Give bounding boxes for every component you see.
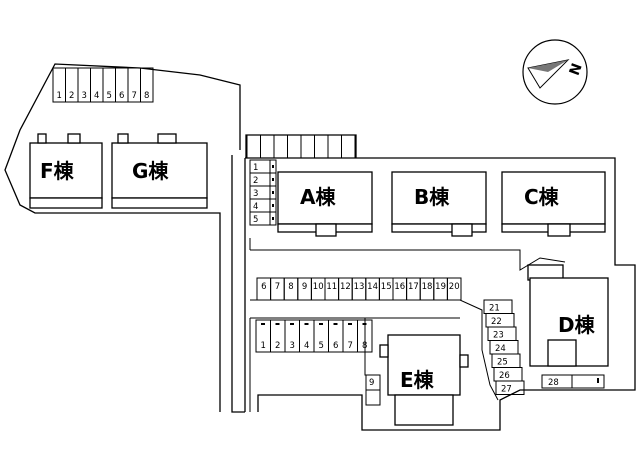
site-boundary xyxy=(4,63,636,431)
parking-lower-slot xyxy=(357,319,373,353)
building-a-label: A棟 xyxy=(300,185,336,209)
parking-top-strip-slot xyxy=(314,134,329,159)
building-a: A棟 xyxy=(277,171,373,237)
parking-middle-slot-label: 9 xyxy=(302,282,307,292)
parking-right-slot-label: 21 xyxy=(489,304,500,314)
parking-lower-slot-label: 8 xyxy=(362,341,367,351)
parking-a-column-slot-label: 2 xyxy=(253,176,258,186)
parking-top-left-slot-label: 7 xyxy=(132,91,137,101)
parking-slot-28: 28 xyxy=(541,374,605,389)
building-d-label: D棟 xyxy=(558,313,596,337)
parking-slot-9: 9 xyxy=(365,374,381,406)
parking-middle-slot-label: 18 xyxy=(422,282,433,292)
building-e: E棟 xyxy=(379,334,469,426)
parking-top-strip-slot xyxy=(260,134,275,159)
parking-middle-slot-label: 20 xyxy=(449,282,460,292)
parking-right-slot-label: 24 xyxy=(495,344,506,354)
building-g: G棟 xyxy=(111,133,208,209)
building-c: C棟 xyxy=(501,171,606,237)
parking-middle-slot-label: 14 xyxy=(367,282,378,292)
parking-right-slot-label: 27 xyxy=(501,385,512,395)
parking-middle-slot-label: 13 xyxy=(354,282,365,292)
parking-top-strip-slot xyxy=(341,134,356,159)
parking-middle-slot-label: 7 xyxy=(275,282,280,292)
parking-lower-slot-label: 5 xyxy=(319,341,324,351)
parking-top-left-slot-label: 8 xyxy=(144,91,149,101)
parking-column-right: 21 22 23 24 25 26 27 xyxy=(483,299,525,395)
parking-lower-slot-label: 6 xyxy=(333,341,338,351)
parking-lower-slot-label: 7 xyxy=(348,341,353,351)
parking-slot-9-label: 9 xyxy=(369,378,374,388)
parking-top-strip-slot xyxy=(300,134,315,159)
parking-middle-slot-label: 16 xyxy=(394,282,405,292)
building-g-label: G棟 xyxy=(132,159,169,183)
parking-top-left-slot-label: 6 xyxy=(119,91,124,101)
parking-right-slot-label: 22 xyxy=(491,317,502,327)
parking-middle-slot-label: 10 xyxy=(313,282,324,292)
building-b: B棟 xyxy=(391,171,487,237)
parking-slot-28-label: 28 xyxy=(548,378,559,388)
parking-lower-slot-label: 3 xyxy=(290,341,295,351)
parking-column-a: 1 2 3 4 5 xyxy=(249,159,277,226)
building-f-label: F棟 xyxy=(40,159,75,183)
parking-top-left-slot-label: 5 xyxy=(107,91,112,101)
parking-middle-slot-label: 8 xyxy=(288,282,293,292)
building-b-label: B棟 xyxy=(414,185,450,209)
compass-north-label: N xyxy=(567,61,586,77)
parking-middle-slot-label: 19 xyxy=(435,282,446,292)
parking-lower-slot-label: 4 xyxy=(304,341,309,351)
parking-a-column-slot-label: 3 xyxy=(253,189,258,199)
parking-lower-slot-label: 2 xyxy=(275,341,280,351)
parking-top-left-slot-label: 1 xyxy=(57,91,62,101)
parking-middle-slot-label: 11 xyxy=(326,282,337,292)
parking-middle-slot-label: 12 xyxy=(340,282,351,292)
parking-right-slot-label: 26 xyxy=(499,371,510,381)
parking-strip-top xyxy=(246,134,356,159)
parking-a-column-slot-label: 1 xyxy=(253,163,258,173)
parking-right-slot-label: 25 xyxy=(497,358,508,368)
parking-a-column-slot-label: 4 xyxy=(253,202,258,212)
parking-top-left-slot xyxy=(140,67,154,103)
parking-top-strip-slot xyxy=(273,134,288,159)
compass: N xyxy=(522,39,588,105)
parking-middle-slot-label: 15 xyxy=(381,282,392,292)
parking-right-slot xyxy=(495,380,525,395)
parking-top-left-slot-label: 3 xyxy=(82,91,87,101)
parking-middle-slot-label: 17 xyxy=(408,282,419,292)
parking-top-strip-slot xyxy=(246,134,261,159)
parking-right-slot-label: 23 xyxy=(493,331,504,341)
parking-top-left-slot-label: 4 xyxy=(94,91,99,101)
parking-lower-slot-label: 1 xyxy=(261,341,266,351)
building-c-label: C棟 xyxy=(524,185,560,209)
parking-middle-slot-label: 6 xyxy=(261,282,266,292)
parking-top-strip-slot xyxy=(327,134,342,159)
parking-a-column-slot-label: 5 xyxy=(253,215,258,225)
building-f: F棟 xyxy=(29,133,103,209)
parking-top-left-slot-label: 2 xyxy=(69,91,74,101)
building-e-label: E棟 xyxy=(400,368,435,392)
parking-top-strip-slot xyxy=(287,134,302,159)
building-d: D棟 xyxy=(527,264,609,367)
